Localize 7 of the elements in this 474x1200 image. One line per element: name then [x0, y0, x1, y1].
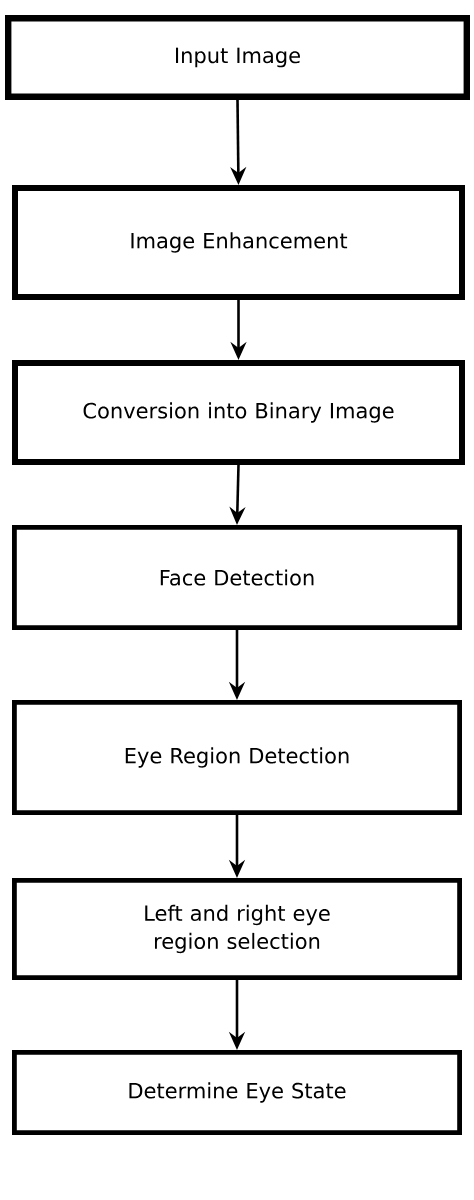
process-box: Determine Eye State — [12, 1050, 462, 1135]
process-box: Conversion into Binary Image — [12, 360, 465, 465]
process-box: Face Detection — [12, 525, 462, 630]
process-box: Input Image — [5, 15, 470, 100]
process-box: Left and right eye region selection — [12, 878, 462, 980]
process-box: Eye Region Detection — [12, 700, 462, 815]
process-box: Image Enhancement — [12, 185, 465, 300]
